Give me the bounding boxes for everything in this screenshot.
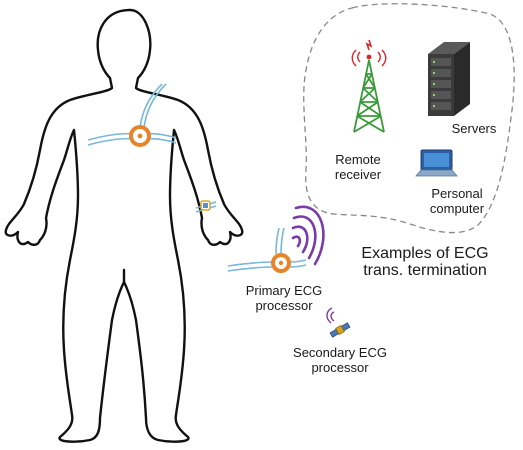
diagram-labels: Remote receiver Servers Personal compute… [246, 121, 497, 375]
examples-title-line2: trans. termination [363, 262, 487, 279]
wrist-sensor-icon [195, 200, 217, 213]
server-rack-icon [428, 42, 470, 116]
remote-receiver-label-line2: receiver [335, 167, 382, 182]
primary-processor-label-line1: Primary ECG [246, 283, 323, 298]
secondary-processor-label-line1: Secondary ECG [293, 345, 387, 360]
personal-computer-label-line2: computer [430, 201, 485, 216]
secondary-ecg-sensor-icon [326, 307, 351, 338]
termination-region-border [303, 3, 515, 234]
secondary-processor-label-line2: processor [311, 360, 369, 375]
remote-receiver-label-line1: Remote [335, 152, 381, 167]
laptop-icon [415, 149, 458, 177]
servers-label: Servers [452, 121, 497, 136]
wireless-waves-icon [291, 205, 325, 266]
human-body-outline-icon [4, 8, 244, 443]
primary-ecg-sensor-icon [227, 227, 307, 273]
primary-processor-label-line2: processor [255, 298, 313, 313]
personal-computer-label-line1: Personal [431, 186, 482, 201]
radio-tower-icon [351, 39, 387, 133]
chest-ecg-sensor-icon [129, 125, 151, 147]
examples-title-line1: Examples of ECG [361, 245, 488, 262]
